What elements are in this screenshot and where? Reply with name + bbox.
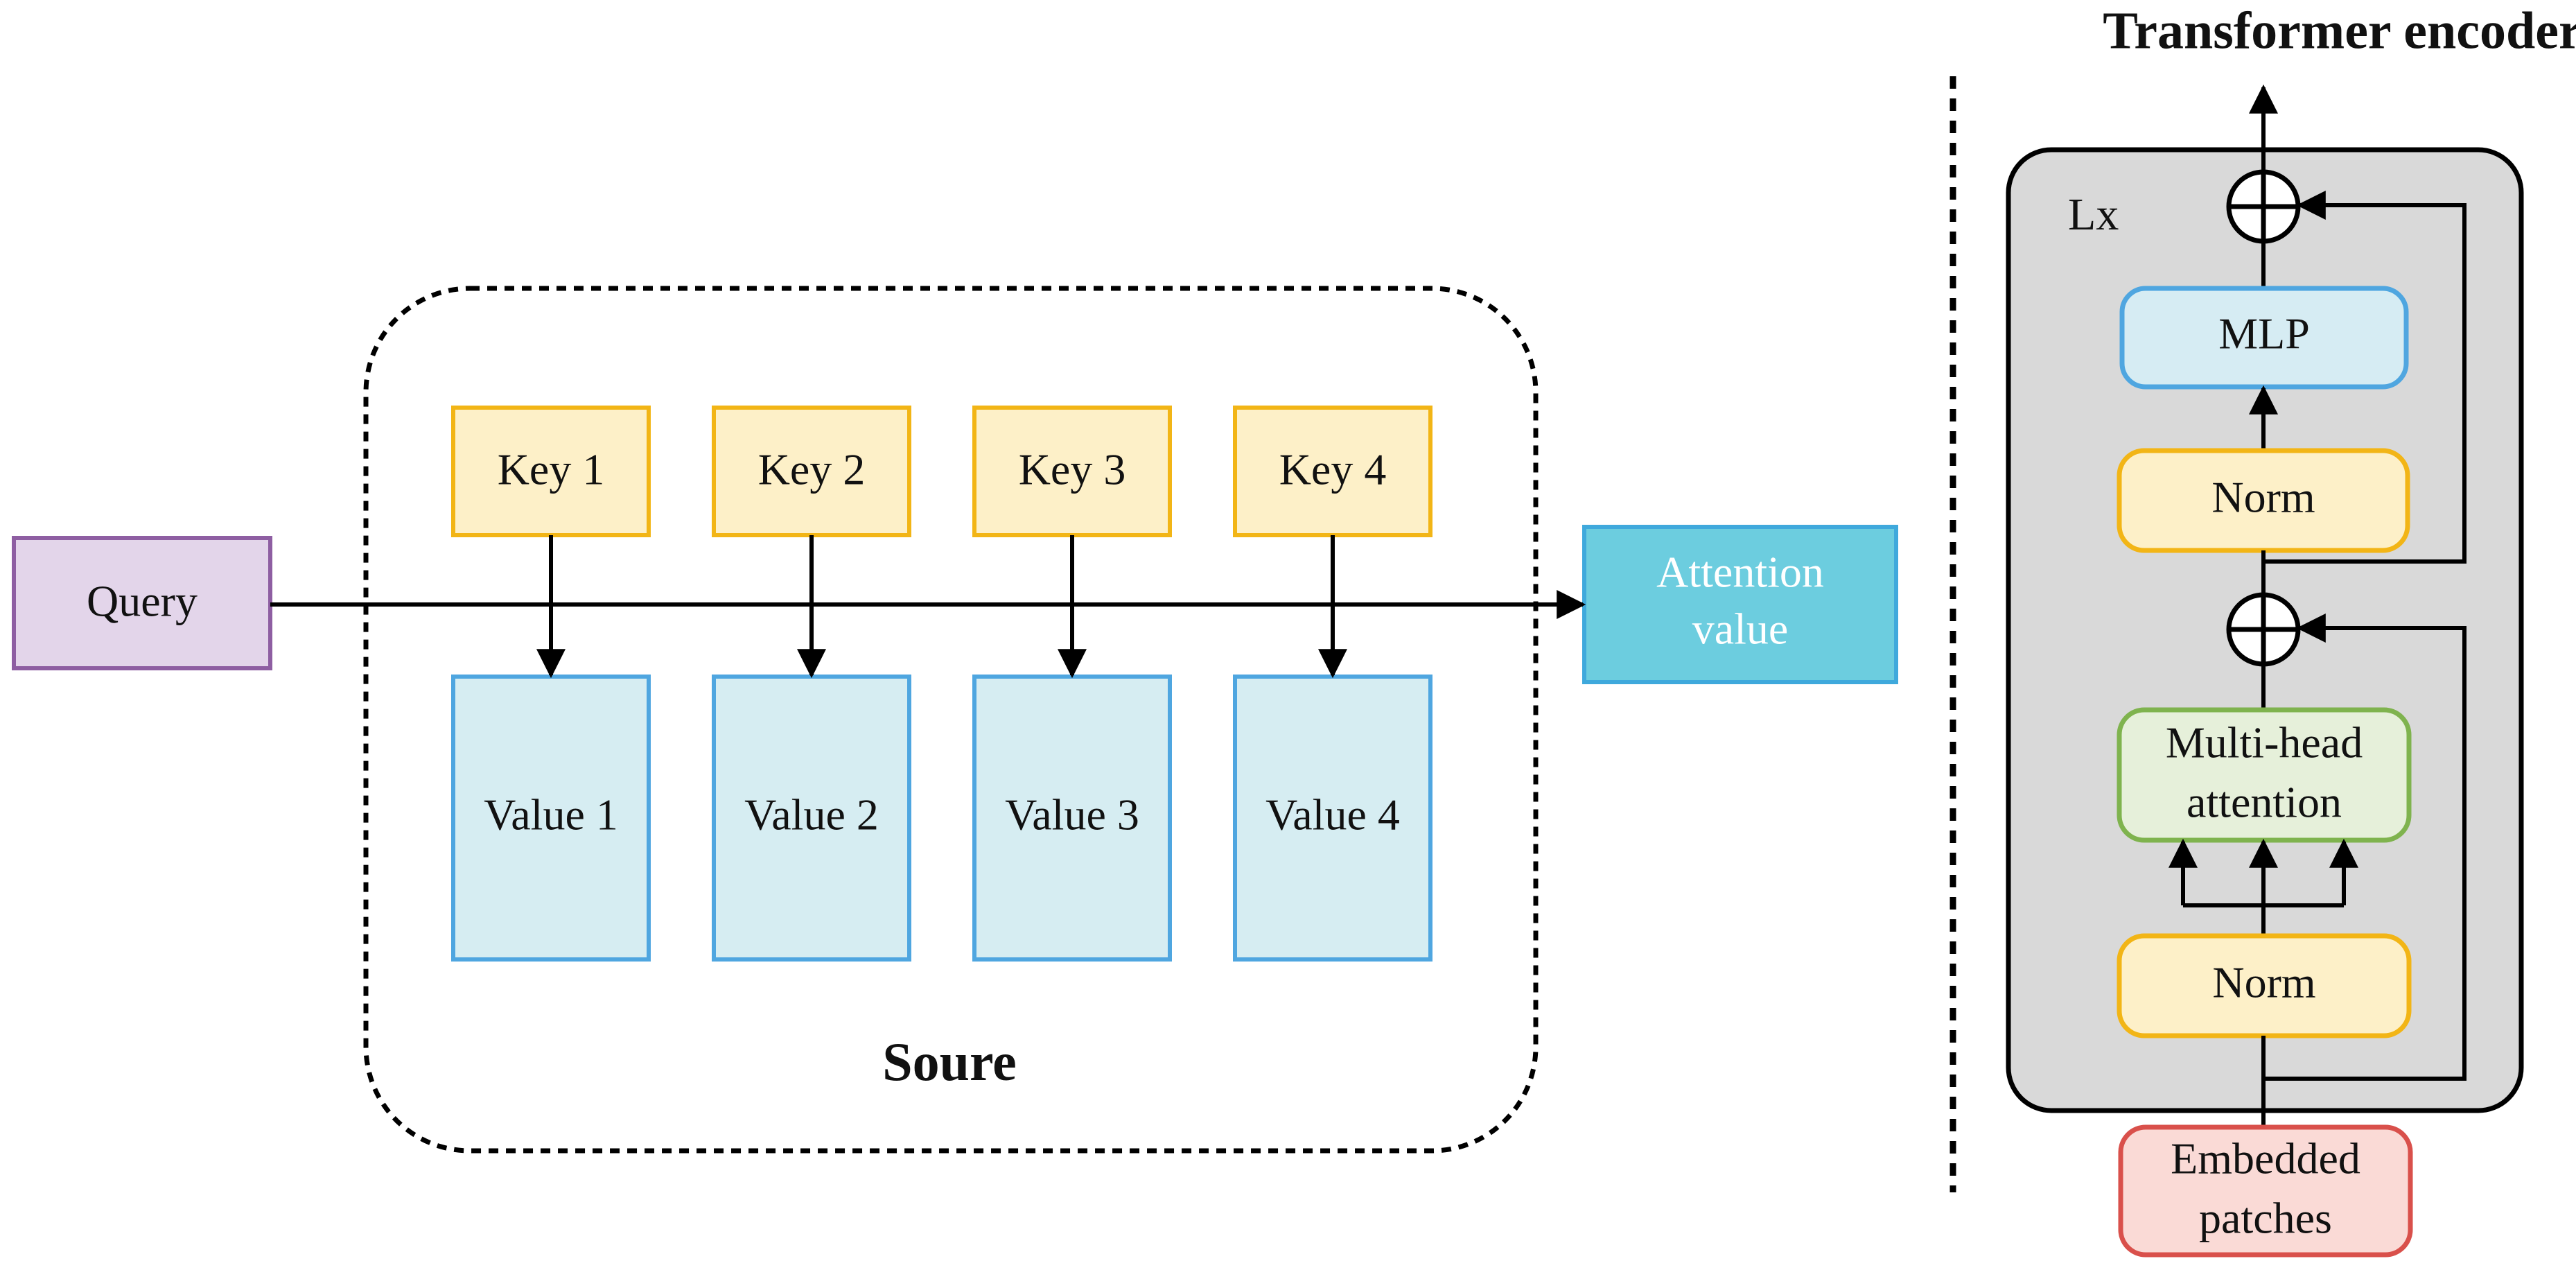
key-label-1: Key 1 (498, 445, 605, 494)
source-label: Soure (882, 1032, 1017, 1092)
value-label-3: Value 3 (1005, 790, 1139, 840)
attention-value-label-line2: value (1692, 604, 1789, 654)
query-box (12, 536, 272, 670)
embedded-patches-line1: Embedded (2171, 1134, 2360, 1183)
mlp-label: MLP (2218, 309, 2310, 358)
repeat-label: Lx (2068, 189, 2119, 240)
attention-value-label-line1: Attention (1656, 548, 1824, 597)
embedded-patches-line2: patches (2199, 1194, 2332, 1243)
residual-connection-2 (2263, 191, 2467, 564)
norm-bottom-label: Norm (2212, 958, 2315, 1007)
value-box-4 (1233, 675, 1432, 962)
mha-label-line1: Multi-head (2166, 718, 2363, 767)
value-box-2 (712, 675, 911, 962)
encoder-panel: Transformer encoder Lx MLP Norm Multi-he… (2006, 1, 2576, 1258)
key-label-4: Key 4 (1279, 445, 1387, 494)
value-label-2: Value 2 (744, 790, 879, 840)
norm-top-label: Norm (2211, 473, 2315, 522)
value-box-1 (451, 675, 651, 962)
attention-panel: Query Attention value Key 1 Key 2 Key 3 … (12, 286, 1898, 1154)
value-label-4: Value 4 (1265, 790, 1400, 840)
key-label-2: Key 2 (758, 445, 866, 494)
attention-value-box (1582, 525, 1898, 684)
key-label-3: Key 3 (1019, 445, 1126, 494)
value-label-1: Value 1 (484, 790, 618, 840)
query-label: Query (87, 577, 198, 626)
key-box-2 (712, 406, 911, 537)
mha-label-line2: attention (2187, 778, 2342, 827)
key-box-4 (1233, 406, 1432, 537)
embedded-patches-box (2118, 1124, 2413, 1258)
value-box-3 (972, 675, 1172, 962)
encoder-title: Transformer encoder (2103, 1, 2576, 60)
residual-connection-1 (2263, 614, 2467, 1081)
